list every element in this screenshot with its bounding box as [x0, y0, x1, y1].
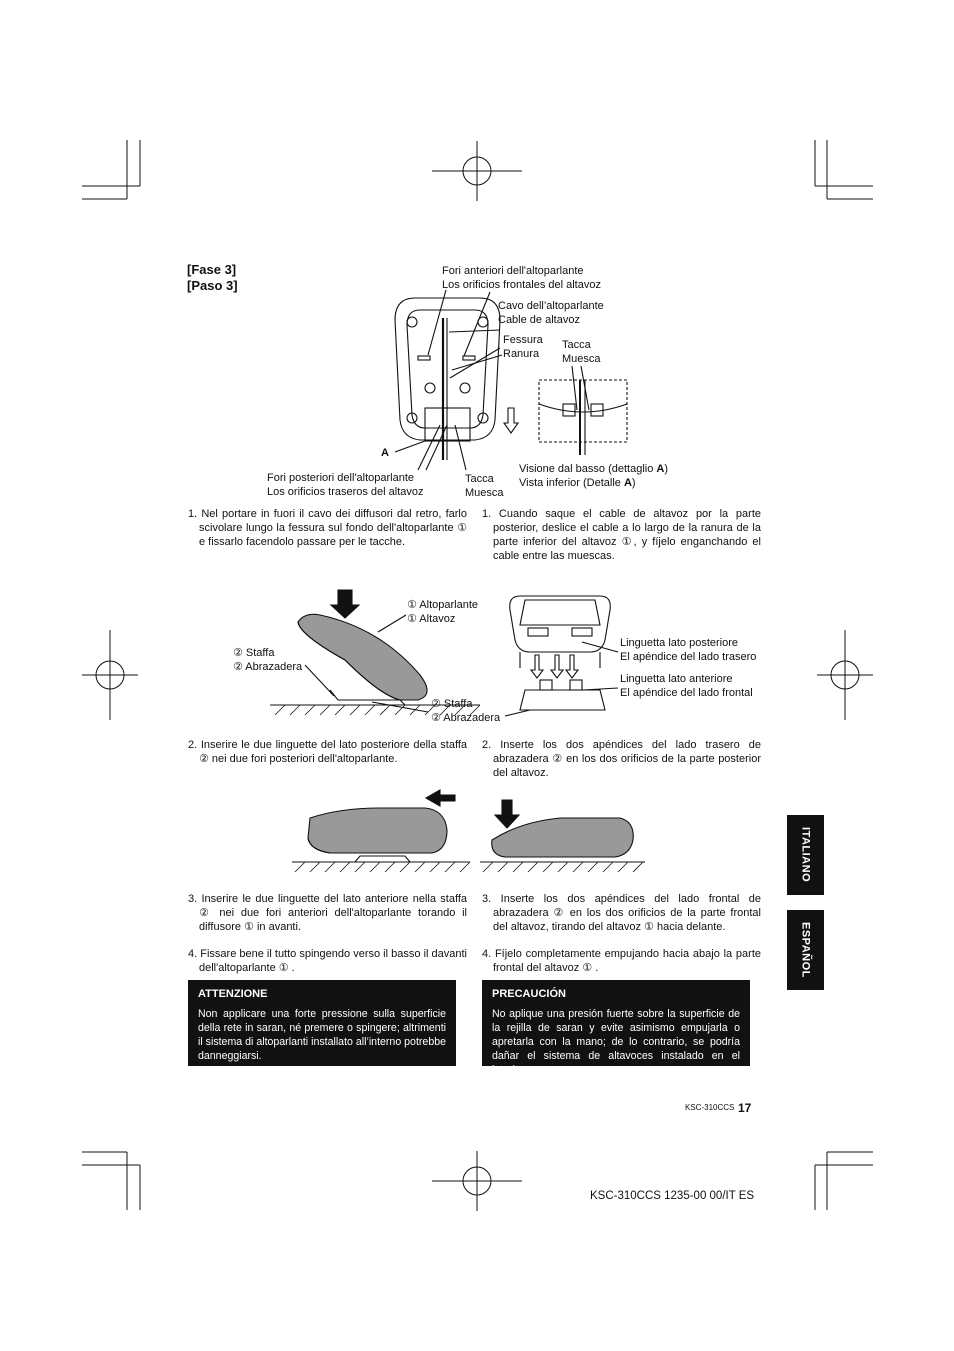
- down-arrow-icon: [493, 799, 521, 829]
- registration-mark-icon: [82, 141, 873, 1211]
- warning-box-es: PRECAUCIÓN No aplique una presión fuerte…: [482, 980, 750, 1076]
- slot-label-es: Ranura: [503, 348, 540, 360]
- rear-tab-label-it: Linguetta lato posteriore: [620, 637, 739, 649]
- step4-text-es: 4. Fíjelo completamente empujando hacia …: [482, 948, 761, 974]
- bracket-label-es: ② Abrazadera: [233, 661, 303, 673]
- front-tab-label-es: El apéndice del lado frontal: [620, 687, 753, 699]
- bottom-view-label-es: Vista inferior (Detalle A): [519, 477, 636, 489]
- rear-holes-label-es: Los orificios traseros del altavoz: [267, 486, 424, 498]
- notch-bottom-label-it: Tacca: [465, 473, 494, 485]
- speaker-label-it: ① Altoparlante: [407, 599, 479, 611]
- front-holes-label-es: Los orificios frontales del altavoz: [442, 279, 601, 291]
- left-arrow-icon: [424, 789, 456, 807]
- rear-holes-label-it: Fori posteriori dell'altoparlante: [267, 472, 415, 484]
- step1-text-it: 1. Nel portare in fuori il cavo dei diff…: [188, 508, 467, 548]
- bracket2-label-es: ② Abrazadera: [431, 712, 501, 724]
- step2-text-es: 2. Inserte los dos apéndices del lado tr…: [482, 739, 761, 779]
- speaker-side-diagram-step2: [270, 589, 481, 716]
- notch-label-it: Tacca: [562, 339, 591, 351]
- tab-espanol: ESPAÑOL: [787, 910, 824, 990]
- speaker-bottom-diagram: [394, 289, 628, 471]
- bracket-label-it: ② Staffa: [233, 647, 275, 659]
- front-tab-label-it: Linguetta lato anteriore: [620, 673, 733, 685]
- speaker-side-diagram-step3: [292, 789, 471, 873]
- bracket2-label-it: ② Staffa: [431, 698, 473, 710]
- warning-title-es: PRECAUCIÓN: [492, 988, 566, 1000]
- speaker-bracket-diagram: [504, 595, 619, 717]
- bottom-view-label-it: Visione dal basso (dettaglio A): [519, 463, 669, 475]
- step3-text-it: 3. Inserire le due linguette del lato an…: [188, 893, 467, 933]
- step3-text-es: 3. Inserte los dos apéndices del lado fr…: [482, 893, 761, 933]
- footer-code: KSC-310CCS 1235-00 00/IT ES: [590, 1190, 755, 1202]
- step2-text-it: 2. Inserire le due linguette del lato po…: [188, 739, 467, 765]
- down-arrow-icon: [329, 589, 361, 619]
- warning-body-it: Non applicare una forte pressione sulla …: [198, 1008, 446, 1062]
- step1-text-es: 1. Cuando saque el cable de altavoz por …: [482, 508, 761, 562]
- step-title-it: [Fase 3]: [187, 262, 237, 277]
- step4-text-it: 4. Fissare bene il tutto spingendo verso…: [188, 948, 467, 974]
- warning-box-it: ATTENZIONE Non applicare una forte press…: [188, 980, 456, 1066]
- speaker-label-es: ① Altavoz: [407, 613, 456, 625]
- warning-body-es: No aplique una presión fuerte sobre la s…: [492, 1008, 740, 1076]
- cable-label-it: Cavo dell’altoparlante: [498, 300, 604, 312]
- cable-label-es: Cable de altavoz: [498, 314, 580, 326]
- step-title-es: [Paso 3]: [187, 278, 238, 293]
- speaker-side-diagram-step4: [480, 799, 645, 873]
- detail-a-label: A: [381, 447, 389, 459]
- notch-label-es: Muesca: [562, 353, 601, 365]
- front-holes-label-it: Fori anteriori dell'altoparlante: [442, 265, 584, 277]
- model-small: KSC-310CCS: [685, 1103, 735, 1112]
- notch-bottom-label-es: Muesca: [465, 487, 504, 499]
- slot-label-it: Fessura: [503, 334, 543, 346]
- tab-italiano: ITALIANO: [787, 815, 824, 895]
- page-number: 17: [738, 1101, 752, 1115]
- warning-title-it: ATTENZIONE: [198, 988, 268, 1000]
- rear-tab-label-es: El apéndice del lado trasero: [620, 651, 757, 663]
